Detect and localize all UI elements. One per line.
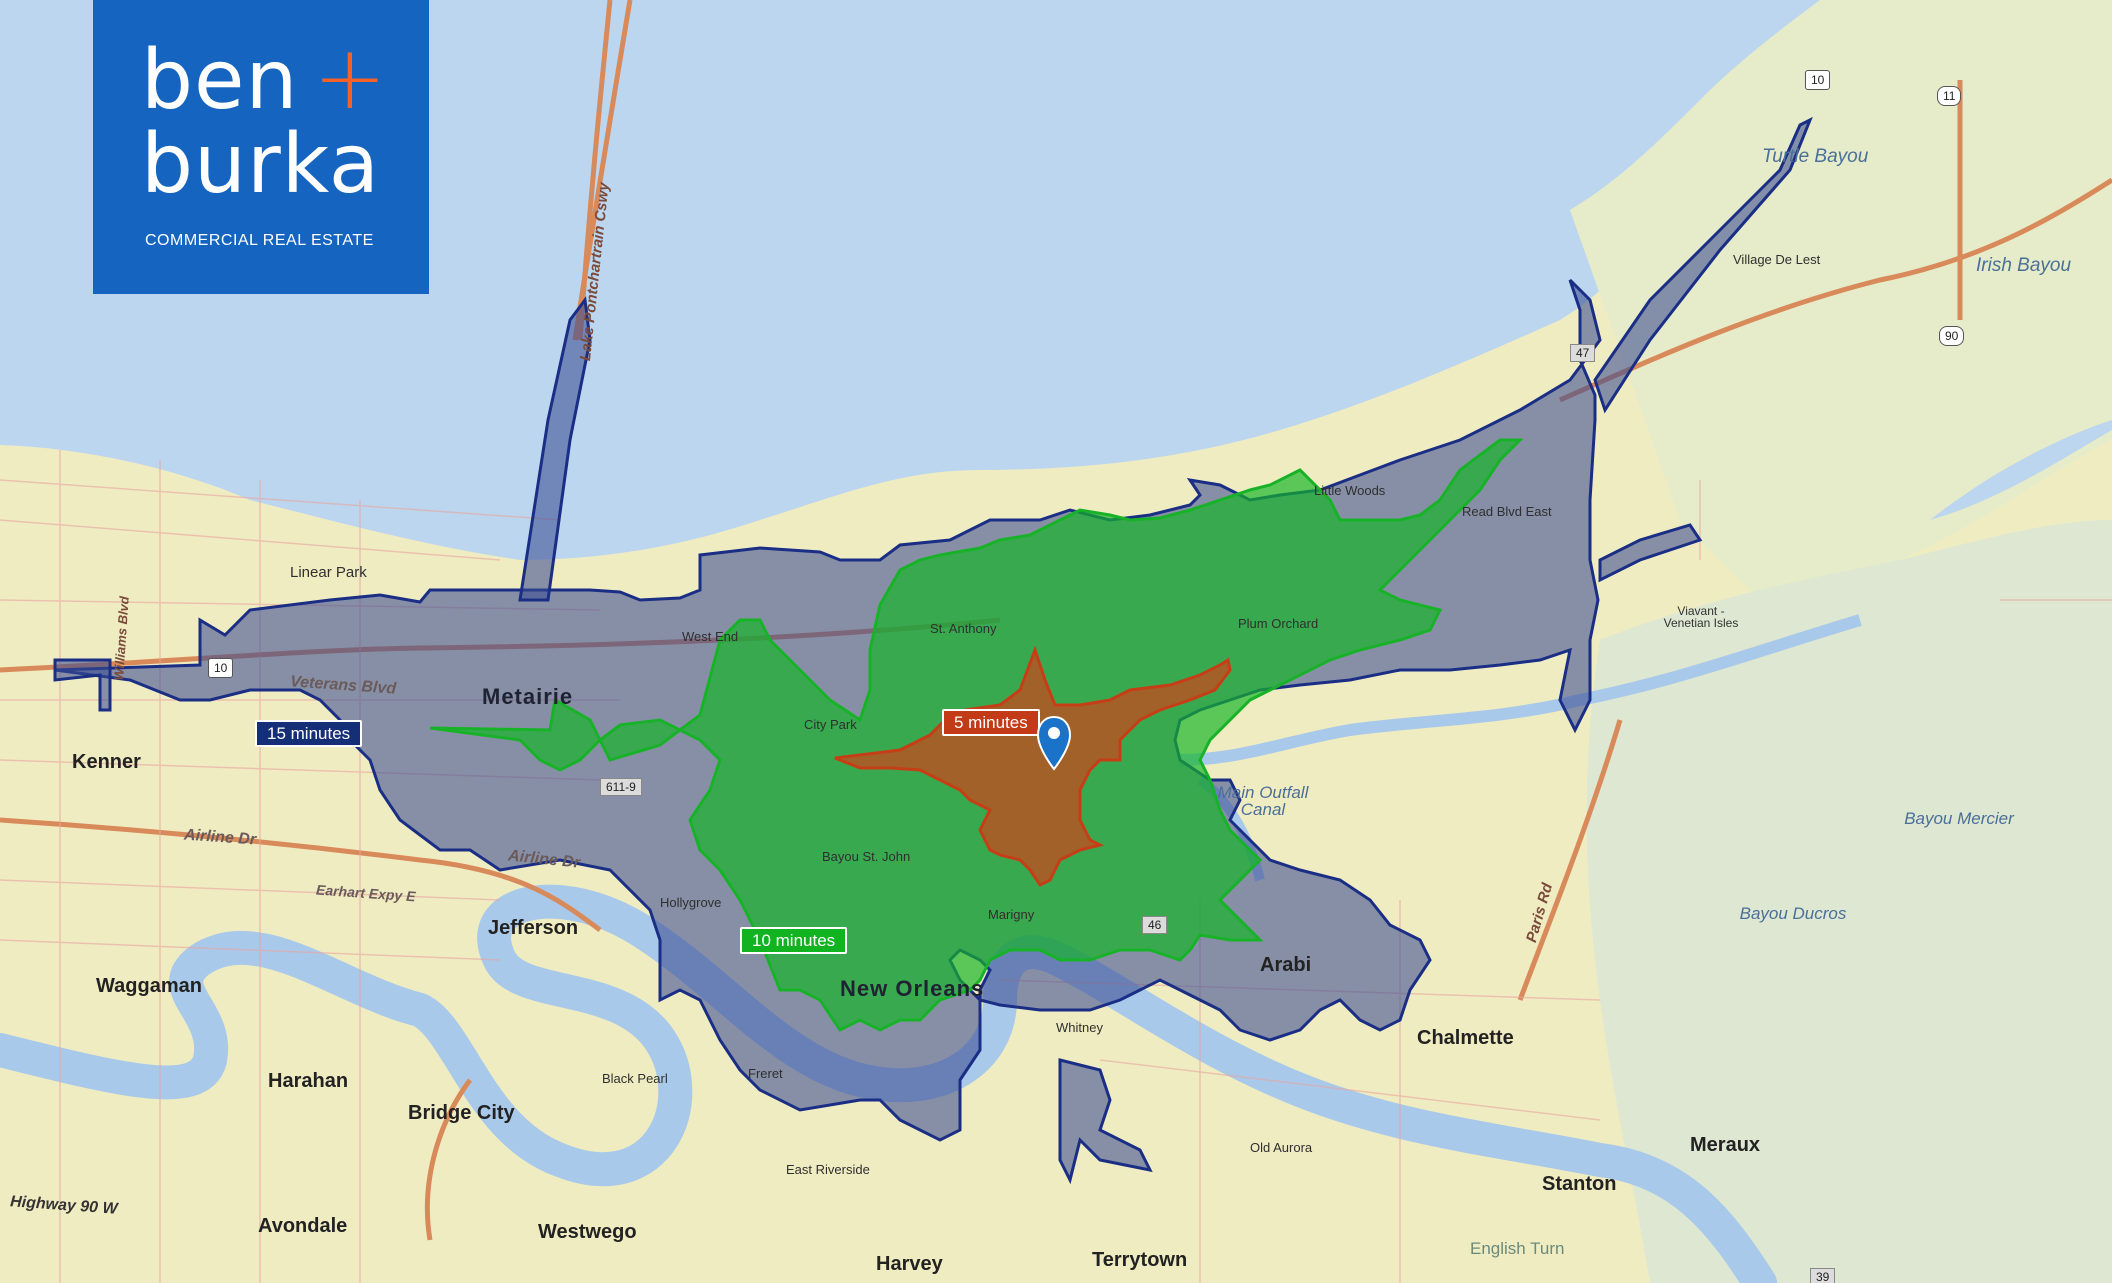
- label-bayou-ducros: Bayou Ducros: [1739, 904, 1847, 923]
- label-black-pearl: Black Pearl: [602, 1071, 668, 1086]
- zone-10-badge: 10 minutes: [740, 927, 848, 954]
- label-whitney: Whitney: [1056, 1020, 1103, 1035]
- label-metairie: Metairie: [482, 684, 574, 709]
- zone-15-arms: [53, 116, 1813, 1185]
- label-kenner: Kenner: [72, 751, 141, 773]
- shield-route-46: 46: [1142, 916, 1168, 934]
- label-jefferson: Jefferson: [488, 917, 579, 939]
- label-read-blvd-east: Read Blvd East: [1462, 504, 1552, 519]
- land-north-east: [1570, 0, 2112, 600]
- mississippi-river: [0, 884, 1777, 1283]
- zone-5-minutes: [834, 645, 1232, 887]
- label-city-park: City Park: [804, 717, 857, 732]
- label-chalmette: Chalmette: [1417, 1027, 1514, 1049]
- label-st-anthony: St. Anthony: [930, 621, 997, 636]
- lake-borgne: [1930, 420, 2112, 520]
- shield-us90: 90: [1939, 326, 1965, 346]
- shield-route-611-9: 611-9: [600, 778, 642, 796]
- label-westwego: Westwego: [538, 1221, 637, 1243]
- label-east-riverside: East Riverside: [786, 1162, 870, 1177]
- shield-route-39: 39: [1810, 1268, 1836, 1283]
- location-pin-icon[interactable]: [1036, 715, 1072, 771]
- label-new-orleans: New Orleans: [840, 976, 985, 1001]
- label-meraux: Meraux: [1690, 1134, 1761, 1156]
- label-waggaman: Waggaman: [96, 975, 202, 997]
- shield-route-47: 47: [1570, 344, 1596, 362]
- brand-logo: ben + burka COMMERCIAL REAL ESTATE: [93, 0, 429, 294]
- label-irish-bayou: Irish Bayou: [1976, 255, 2072, 276]
- label-avondale: Avondale: [258, 1215, 348, 1237]
- label-bridge-city: Bridge City: [408, 1102, 515, 1124]
- label-harahan: Harahan: [268, 1070, 349, 1092]
- brand-word-ben: ben: [141, 33, 299, 128]
- label-hollygrove: Hollygrove: [660, 895, 722, 910]
- label-bayou-st-john: Bayou St. John: [822, 849, 911, 864]
- industrial-canal: [1179, 614, 1862, 766]
- label-west-end: West End: [682, 629, 739, 644]
- label-little-woods: Little Woods: [1314, 483, 1386, 498]
- shield-i10-west: 10: [208, 658, 234, 678]
- shield-us11: 11: [1937, 86, 1962, 106]
- label-turtle-bayou: Turtle Bayou: [1762, 146, 1869, 167]
- label-linear-park: Linear Park: [290, 564, 367, 581]
- label-stanton: Stanton: [1542, 1173, 1617, 1195]
- label-harvey: Harvey: [876, 1253, 943, 1275]
- label-village-de-lest: Village De Lest: [1733, 252, 1821, 267]
- label-terrytown: Terrytown: [1092, 1249, 1188, 1271]
- zone-5-badge: 5 minutes: [942, 709, 1040, 736]
- label-bayou-mercier: Bayou Mercier: [1904, 809, 2014, 828]
- label-english-turn: English Turn: [1470, 1239, 1565, 1258]
- zone-15-badge: 15 minutes: [255, 720, 363, 747]
- causeway-road: [572, 0, 633, 341]
- label-old-aurora: Old Aurora: [1250, 1140, 1313, 1155]
- marsh-east: [1586, 520, 2112, 1283]
- label-arabi: Arabi: [1260, 954, 1312, 976]
- brand-tagline: COMMERCIAL REAL ESTATE: [145, 232, 374, 249]
- shield-i10-east: 10: [1805, 70, 1831, 90]
- label-freret: Freret: [748, 1066, 783, 1081]
- brand-plus: +: [313, 26, 387, 129]
- label-plum-orchard: Plum Orchard: [1238, 616, 1319, 631]
- label-viavant-venetian-isles: Viavant - Venetian Isles: [1663, 604, 1739, 630]
- brand-word-burka: burka: [141, 117, 381, 212]
- label-main-outfall-canal: Main Outfall Canal: [1217, 783, 1309, 819]
- label-marigny: Marigny: [988, 907, 1035, 922]
